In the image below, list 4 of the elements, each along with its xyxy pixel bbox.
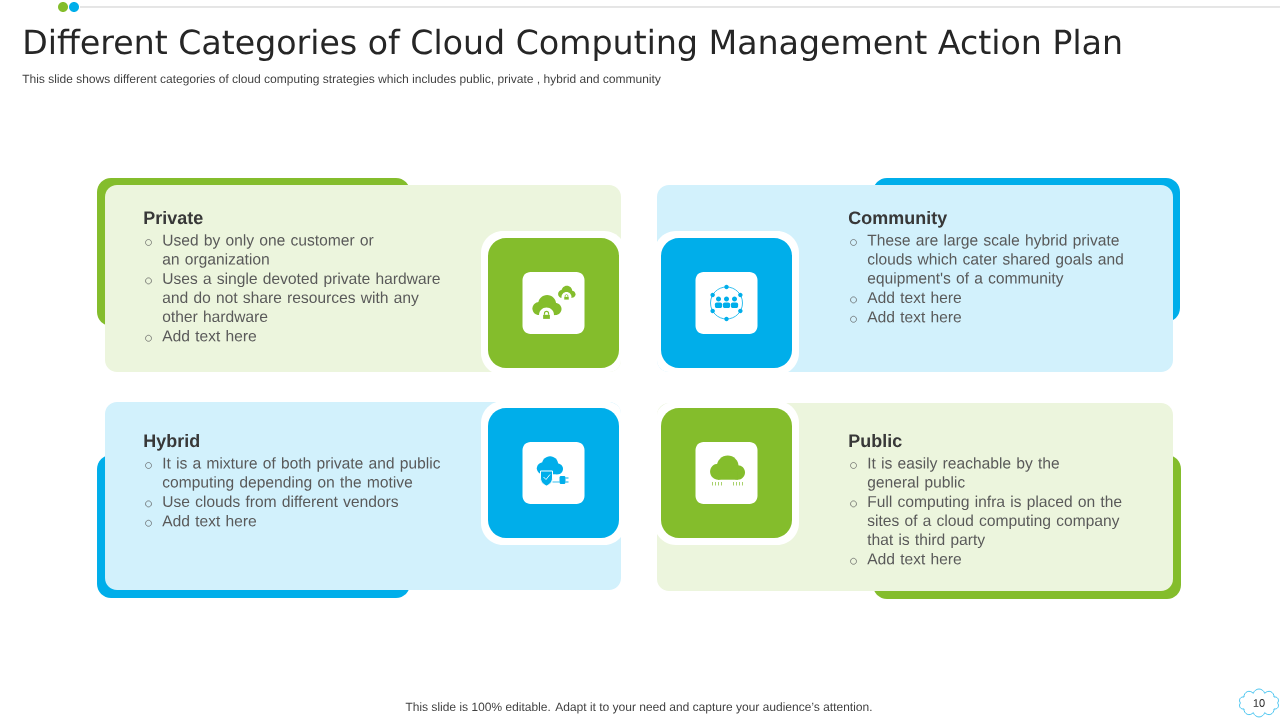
slide-subtitle: This slide shows different categories of cloud computing strategies which includes public, private , hybrid and community <box>22 74 661 86</box>
footer-note: This slide is 100% editable. Adapt it to your need and capture your audience’s attention. <box>405 702 872 714</box>
page-number-cloud: 10 <box>1239 688 1279 718</box>
slide-title: Different Categories of Cloud Computing Management Action Plan <box>25 28 1121 61</box>
